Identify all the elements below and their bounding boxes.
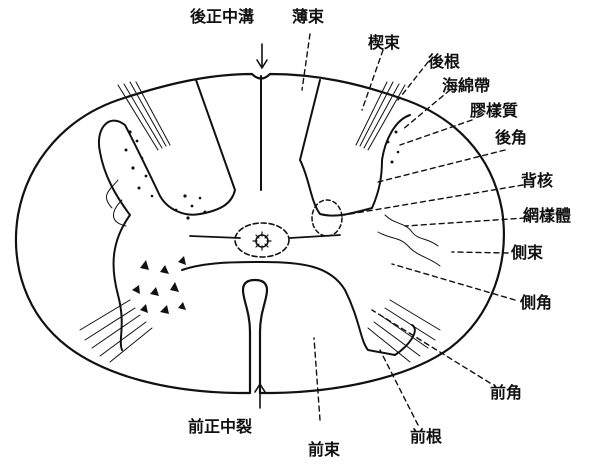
label-fasciculus-cuneatus: 楔束 [368,33,401,52]
label-lateral-horn: 側角 [519,293,552,312]
central-canal-region [235,223,289,257]
label-reticular-formation: 網樣體 [523,206,571,225]
arrow-anterior-median-fissure [255,384,265,408]
label-posterior-horn: 後角 [495,128,527,147]
label-anterior-horn: 前角 [490,383,522,402]
leader-anterior-root [380,350,418,425]
reticular-formation-fibers [106,180,440,266]
dorsal-nucleus-region [312,200,342,236]
cord-outline [16,74,504,393]
label-posterior-root: 後根 [428,52,460,71]
leader-reticular-formation [405,218,525,226]
leader-anterior-horn [372,310,490,383]
label-posterior-median-sulcus: 後正中溝 [190,7,254,26]
leader-fasciculus-cuneatus [362,50,383,110]
label-anterior-root: 前根 [410,427,442,446]
label-anterior-funiculus: 前束 [308,440,341,459]
leader-dorsal-nucleus [344,185,523,215]
label-spongy-zone: 海綿帶 [442,76,490,95]
leader-spongy-zone [402,90,450,130]
motor-neurons-left [132,256,186,314]
label-lateral-funiculus: 側束 [510,243,544,262]
leader-anterior-funiculus [314,338,320,420]
leader-fasciculus-gracilis [302,34,310,90]
label-fasciculus-gracilis: 薄束 [292,7,325,26]
arrow-posterior-median-sulcus [257,44,267,68]
label-dorsal-nucleus: 背核 [521,171,553,190]
leader-posterior-root [398,62,428,100]
central-canal-rays [253,232,271,250]
label-anterior-median-fissure: 前正中裂 [188,417,252,436]
leader-lateral-funiculus [452,252,508,253]
label-substantia-gelatinosa: 膠樣質 [470,101,518,120]
